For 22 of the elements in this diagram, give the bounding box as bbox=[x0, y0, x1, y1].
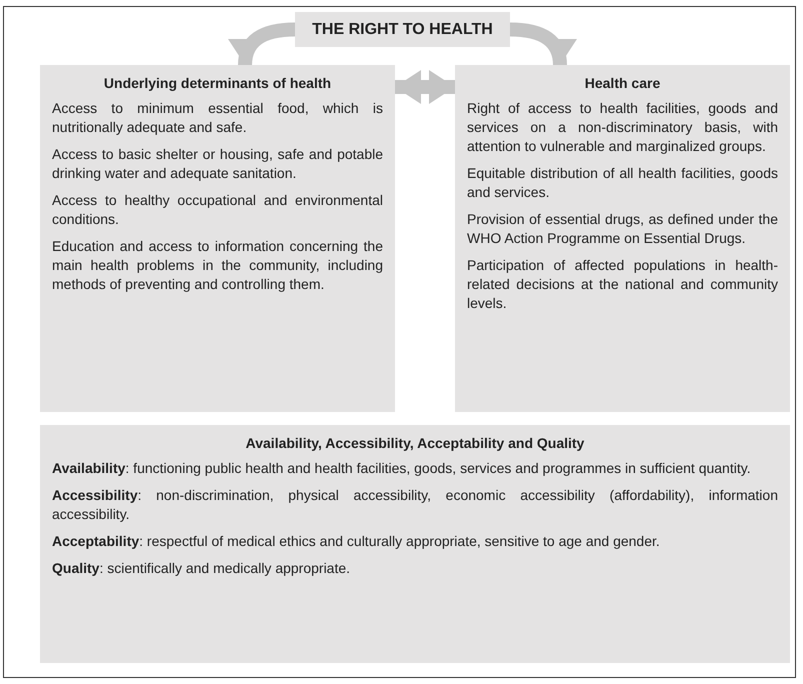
arrow bbox=[230, 22, 296, 66]
paragraph: Quality: scientifically and medically appropriate. bbox=[52, 559, 352, 578]
panel-heading: Underlying determinants of health bbox=[102, 75, 332, 91]
text-panel bbox=[455, 65, 790, 412]
paragraph: Access to healthy occupational and environmental conditions. bbox=[52, 191, 383, 230]
panel-heading: Health care bbox=[584, 75, 662, 91]
paragraph: Acceptability: respectful of medical ethics and culturally appropriate, sensitive to age and gender. bbox=[52, 532, 661, 552]
paragraph: Access to minimum essential food, which is nutritionally adequate and safe. bbox=[52, 99, 383, 138]
text-panel bbox=[40, 65, 395, 412]
text-panel bbox=[40, 425, 790, 663]
paragraph: Accessibility: non-discrimination, physical accessibility, economic accessibility (affordability), information accessibility. bbox=[52, 486, 778, 524]
paragraph: Right of access to health facilities, goods and services on a non-discriminatory basis, with attention to vulnerable and marginalized groups. bbox=[467, 99, 778, 156]
paragraph: Equitable distribution of all health facilities, goods and services. bbox=[467, 164, 778, 202]
title-box: THE RIGHT TO HEALTH bbox=[295, 12, 510, 47]
panel-heading: Availability, Accessibility, Acceptability and Quality bbox=[244, 435, 586, 451]
paragraph: Education and access to information concerning the main health problems in the community, including methods of preventing and controlling them. bbox=[52, 237, 383, 294]
paragraph: Provision of essential drugs, as defined under the WHO Action Programme on Essential Drugs. bbox=[467, 210, 778, 248]
arrow bbox=[395, 70, 455, 104]
arrow bbox=[510, 22, 576, 66]
paragraph: Access to basic shelter or housing, safe and potable drinking water and adequate sanitation. bbox=[52, 145, 383, 184]
paragraph: Participation of affected populations in health-related decisions at the national and community levels. bbox=[467, 256, 778, 314]
paragraph: Availability: functioning public health and health facilities, goods, services and programmes in sufficient quantity. bbox=[52, 459, 752, 478]
